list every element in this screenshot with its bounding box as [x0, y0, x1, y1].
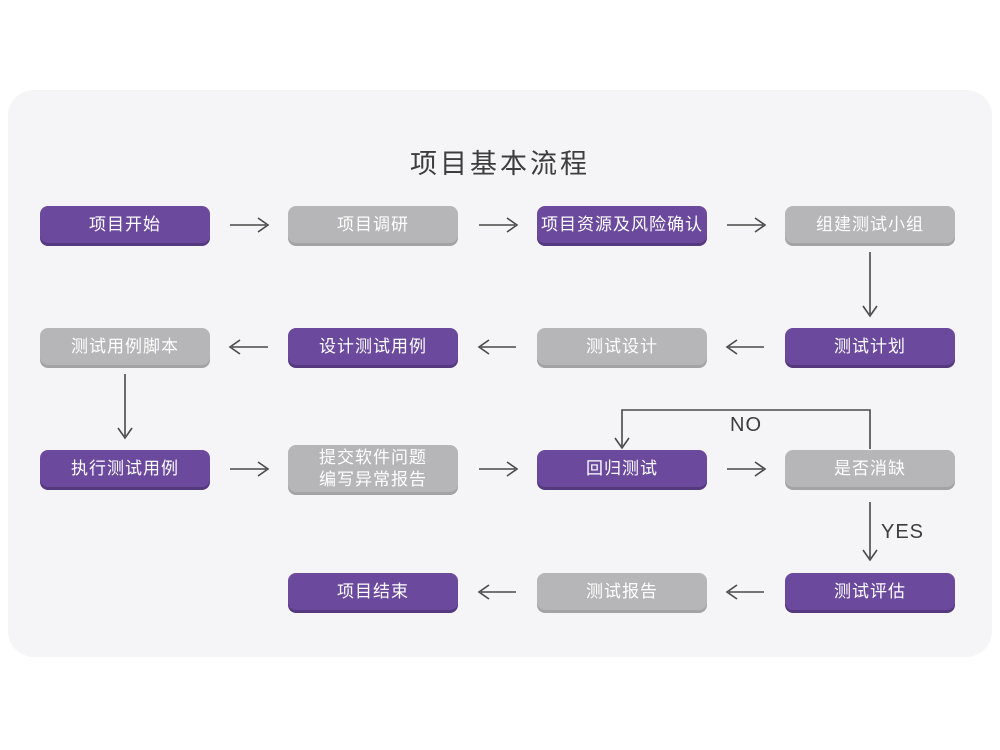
flow-node-label: 提交软件问题 编写异常报告 — [319, 447, 427, 489]
flow-node-submit-issue: 提交软件问题 编写异常报告 — [288, 445, 458, 492]
branch-label-no: NO — [730, 414, 762, 436]
flow-node-label: 项目调研 — [337, 214, 409, 234]
flow-node-execute-test-case: 执行测试用例 — [40, 450, 210, 487]
flow-node-label: 组建测试小组 — [816, 214, 924, 234]
flow-node-test-plan: 测试计划 — [785, 328, 955, 365]
flow-node-label: 是否消缺 — [834, 458, 906, 478]
flow-node-project-end: 项目结束 — [288, 573, 458, 610]
flow-node-label: 项目资源及风险确认 — [541, 214, 703, 234]
flow-node-defect-cleared: 是否消缺 — [785, 450, 955, 487]
flow-node-label: 项目开始 — [89, 214, 161, 234]
flow-node-label: 项目结束 — [337, 581, 409, 601]
flow-node-case-script: 测试用例脚本 — [40, 328, 210, 365]
flow-node-design-test-case: 设计测试用例 — [288, 328, 458, 365]
flow-node-label: 回归测试 — [586, 458, 658, 478]
flow-node-label: 测试用例脚本 — [71, 336, 179, 356]
flow-node-test-evaluation: 测试评估 — [785, 573, 955, 610]
flow-node-test-design: 测试设计 — [537, 328, 707, 365]
flow-node-label: 测试设计 — [586, 336, 658, 356]
flow-node-regression-test: 回归测试 — [537, 450, 707, 487]
flow-node-label: 测试计划 — [834, 336, 906, 356]
branch-label-yes: YES — [881, 521, 925, 543]
page-title: 项目基本流程 — [410, 149, 590, 179]
flow-node-label: 测试评估 — [834, 581, 906, 601]
flow-node-build-test-team: 组建测试小组 — [785, 206, 955, 243]
flow-node-resource-risk: 项目资源及风险确认 — [537, 206, 707, 243]
flowchart-card-background — [8, 90, 992, 657]
flow-node-project-start: 项目开始 — [40, 206, 210, 243]
flow-node-project-research: 项目调研 — [288, 206, 458, 243]
flow-node-test-report: 测试报告 — [537, 573, 707, 610]
flow-node-label: 测试报告 — [586, 581, 658, 601]
flow-node-label: 设计测试用例 — [319, 336, 427, 356]
flow-node-label: 执行测试用例 — [71, 458, 179, 478]
